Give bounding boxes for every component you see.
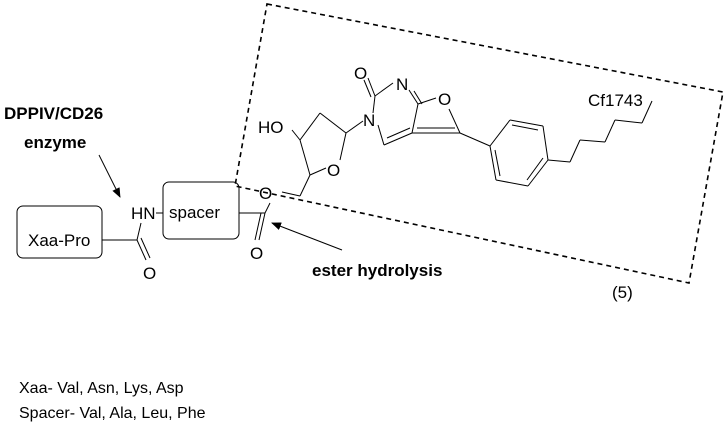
sugar-oxygen-atom: O [327,161,340,180]
furan-oxygen-atom: O [438,90,451,109]
xaa-note: Xaa- Val, Asn, Lys, Asp [19,380,184,397]
enzyme-label-line1: DPPIV/CD26 [4,104,103,123]
enzyme-label-line2: enzyme [24,133,86,152]
hydrolysis-arrow [271,222,343,251]
ester-oxygen-atom: O [259,184,272,203]
xaa-pro-box [16,205,103,259]
spacer-label: spacer [169,203,220,222]
spacer-carbonyl-oxygen-atom: O [250,244,263,263]
linker-bonds [102,191,301,261]
xaa-pro-label: Xaa-Pro [28,231,90,250]
hn-atom: HN [131,204,156,223]
keto-oxygen-atom: O [354,64,367,83]
hydroxyl-atom: HO [258,118,284,137]
n3-atom: N [363,111,375,130]
cf1743-dashed-box [234,3,724,284]
compound-number-label: (5) [612,283,633,302]
n1-atom: N [396,75,408,94]
sugar-ring-bonds [291,112,364,197]
enzyme-arrow [98,154,121,198]
amide-carbonyl-oxygen-atom: O [143,264,156,283]
nucleobase-bonds [363,77,653,187]
spacer-note: Spacer- Val, Ala, Leu, Phe [19,405,206,422]
drug-name-label: Cf1743 [588,91,643,110]
spacer-box [162,181,240,240]
hydrolysis-label: ester hydrolysis [312,261,442,280]
